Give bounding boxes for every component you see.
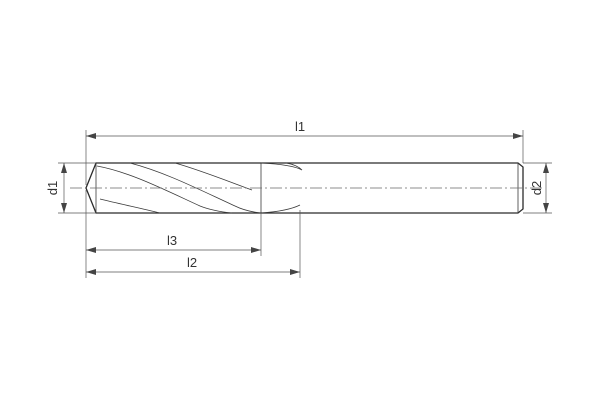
dimension-l1: l1	[85, 119, 524, 185]
l1-arrow-left	[86, 133, 96, 139]
d2-arrow-top	[543, 163, 549, 173]
l2-label: l2	[187, 255, 197, 270]
l3-label: l3	[167, 233, 177, 248]
flute-helix-3	[174, 162, 253, 191]
l2-arrow-right	[290, 269, 300, 275]
l1-arrow-right	[513, 133, 523, 139]
flute-helix-2	[129, 162, 262, 214]
l3-arrow-right	[251, 247, 261, 253]
drill-body	[85, 162, 524, 214]
dimension-d1: d1	[45, 162, 96, 214]
drill-outline	[85, 162, 524, 214]
flute-helix-4	[99, 198, 161, 214]
flute-runout-bottom	[260, 204, 301, 214]
flute-runout-top	[260, 162, 303, 171]
d1-arrow-bottom	[61, 203, 67, 213]
d2-arrow-bottom	[543, 203, 549, 213]
dimension-l3: l3	[85, 190, 262, 256]
d1-arrow-top	[61, 163, 67, 173]
d2-label: d2	[529, 181, 544, 195]
dimension-d2: d2	[523, 162, 552, 214]
l1-label: l1	[295, 119, 305, 134]
dimension-l2: l2	[85, 210, 301, 278]
l2-arrow-left	[86, 269, 96, 275]
flute-helix-1	[96, 165, 233, 214]
d1-label: d1	[45, 181, 60, 195]
l3-arrow-left	[86, 247, 96, 253]
